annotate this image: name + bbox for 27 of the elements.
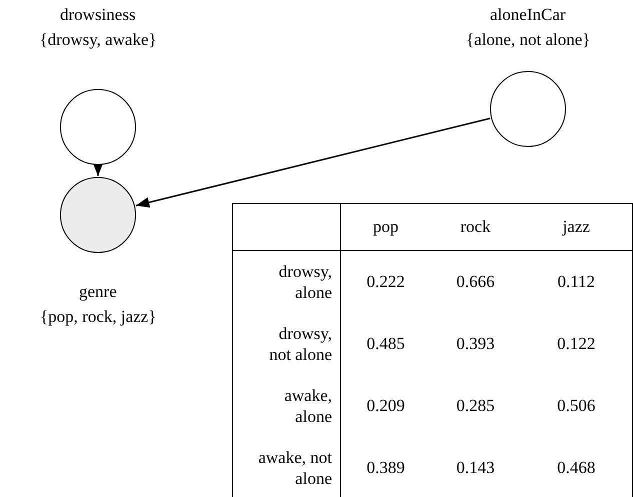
variable-name: genre	[79, 281, 117, 303]
probability-value: 0.506	[520, 374, 632, 436]
row-header: drowsy, alone	[232, 250, 340, 312]
row-header: awake, alone	[232, 374, 340, 436]
probability-value: 0.143	[455, 456, 496, 478]
probability-value: 0.209	[340, 374, 430, 436]
arrow	[92, 162, 104, 176]
variable-name: drowsiness	[60, 4, 136, 26]
column-header: jazz	[520, 204, 632, 250]
variable-name: aloneInCar	[490, 4, 566, 26]
probability-value: 0.393	[455, 332, 496, 354]
probability-value: 0.485	[340, 312, 430, 374]
state-list: {drowsy, awake}	[40, 28, 157, 52]
probability-value: 0.285	[455, 394, 496, 416]
probability-value: 0.666	[430, 250, 520, 312]
row-header: awake, not alone	[232, 436, 340, 497]
probability-value: 0.468	[520, 436, 632, 497]
state-list: {alone, not alone}	[466, 28, 590, 52]
probability-value: 0.222	[340, 250, 430, 312]
probability-value: 0.122	[520, 312, 632, 374]
column-header: pop	[340, 204, 430, 250]
row-header: drowsy, not alone	[232, 312, 340, 374]
arrow	[136, 118, 490, 208]
state-list: {pop, rock, jazz}	[40, 305, 156, 329]
probability-value: 0.389	[340, 436, 430, 497]
column-header: rock	[430, 204, 520, 250]
probability-value: 0.112	[520, 250, 632, 312]
